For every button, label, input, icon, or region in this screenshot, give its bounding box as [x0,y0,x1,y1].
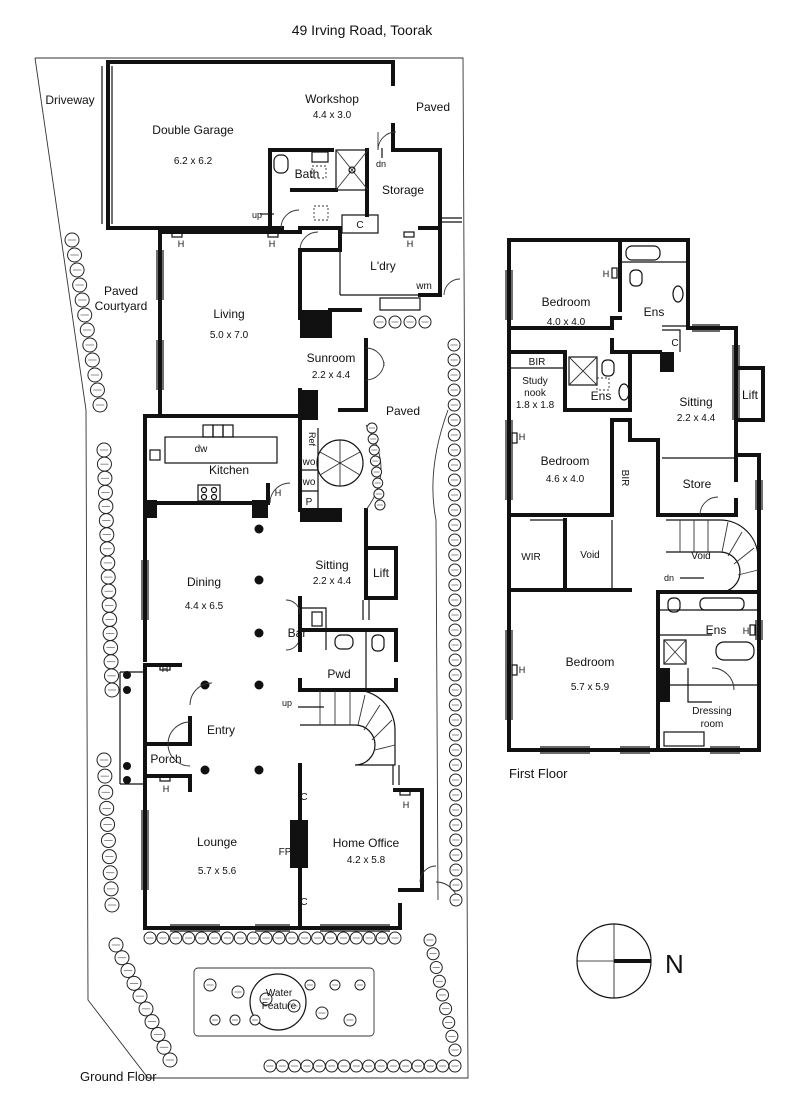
heater-label-master: H [519,665,526,675]
dn-label-first: dn [664,573,674,583]
room-size-double-garage: 6.2 x 6.2 [174,156,213,167]
heater-label-ensuite: H [743,626,750,636]
bir-label-1: BIR [529,357,546,368]
water-feature-label-2: Feature [262,1001,297,1012]
dn-label-ground: dn [376,159,386,169]
fireplace-label: FP [279,847,292,858]
ref-label: Ref [307,432,317,447]
room-size-sunroom: 2.2 x 4.4 [312,370,351,381]
room-size-master-bedroom: 5.7 x 5.9 [571,682,610,693]
store-label: Store [683,477,712,491]
room-name-double-garage: Double Garage [152,123,234,137]
room-size-home-office: 4.2 x 5.8 [347,855,386,866]
heater-label-porch: H [163,784,170,794]
plan-title: 49 Irving Road, Toorak [292,22,434,38]
room-size-bedroom-2: 4.6 x 4.0 [546,474,585,485]
void-label-2: Void [691,551,710,562]
room-name-home-office: Home Office [333,836,400,850]
room-size-sitting-ground: 2.2 x 4.4 [313,576,352,587]
up-label-stair: up [282,698,292,708]
lift-shaft [364,546,398,600]
room-name-sitting-first: Sitting [679,395,712,409]
lift-label-ground: Lift [373,566,390,580]
heater-label-bedroom-1: H [603,269,610,279]
room-size-lounge: 5.7 x 5.6 [198,866,237,877]
driveway-label: Driveway [45,93,94,107]
wm-label: wm [415,281,432,292]
void-label-1: Void [580,550,599,561]
water-feature-label-1: Water [266,988,293,999]
room-name-master-bedroom: Bedroom [566,655,615,669]
ground-floor-label: Ground Floor [80,1069,157,1084]
lift-label-first: Lift [742,388,759,402]
room-name-bedroom-2: Bedroom [541,454,590,468]
heater-label-kitchen: H [275,488,282,498]
heater-markers [159,231,415,796]
garage-wall [106,60,395,230]
room-name-lounge: Lounge [197,835,237,849]
first-floor-label: First Floor [509,766,568,781]
first-floor: Bedroom 4.0 x 4.0 H Ens C BIR Study nook… [505,238,765,781]
room-name-bedroom-1: Bedroom [542,295,591,309]
wall-oven-label-2: wo [302,477,316,488]
pantry-label: P [306,497,313,508]
heater-label-entry: H [162,664,169,674]
ensuite-label-3: Ens [706,623,727,637]
windows [141,250,400,932]
room-size-bedroom-1: 4.0 x 4.0 [547,317,586,328]
room-name-dining: Dining [187,575,221,589]
porch-label: Porch [150,752,181,766]
room-name-sitting-ground: Sitting [315,558,348,572]
dressing-label-1: Dressing [692,706,731,717]
bath-label: Bath [295,167,320,181]
heater-markers-first-floor [511,267,756,676]
north-compass: N [576,923,684,999]
cupboard-label-3: C [300,897,307,908]
ensuite-label-1: Ens [644,305,665,319]
study-label-2: nook [524,388,547,399]
heater-label-3: H [407,239,414,249]
windows-first-floor [505,270,763,754]
garden-trees [64,232,463,1073]
heater-label-bedroom-2: H [519,432,526,442]
room-name-living: Living [213,307,244,321]
bar-label: Bar [288,626,307,640]
bir-label-2: BIR [619,470,630,487]
room-size-living: 5.0 x 7.0 [210,330,249,341]
heater-label-office: H [403,800,410,810]
kitchen-label: Kitchen [209,463,249,477]
paved-label-side: Paved [386,404,420,418]
north-label: N [665,949,684,979]
heater-label-1: H [178,239,185,249]
water-feature [249,973,307,1031]
courtyard-label-1: Paved [104,284,138,298]
courtyard-label-2: Courtyard [95,299,148,313]
dishwasher-label: dw [195,444,209,455]
room-size-sitting-first: 2.2 x 4.4 [677,413,716,424]
columns [200,524,264,775]
study-size: 1.8 x 1.8 [516,400,555,411]
heater-label-2: H [269,239,276,249]
room-name-workshop: Workshop [305,92,359,106]
study-label-1: Study [522,376,548,387]
up-label-garage: up [252,210,262,220]
cupboard-label-2: C [300,792,307,803]
cupboard-label-first: C [671,338,678,349]
ensuite-label-2: Ens [591,389,612,403]
room-size-dining: 4.4 x 6.5 [185,601,224,612]
site-boundary [34,57,469,1079]
wir-label: WIR [521,552,540,563]
wall-oven-label-1: wo [302,457,316,468]
ground-floor: Driveway Workshop 4.4 x 3.0 Paved Double… [34,57,469,1084]
paved-label-top: Paved [416,100,450,114]
powder-label: Pwd [327,667,350,681]
entry-label: Entry [207,723,235,737]
room-size-workshop: 4.4 x 3.0 [313,110,352,121]
laundry-label: L'dry [370,259,396,273]
dressing-label-2: room [701,719,724,730]
storage-label: Storage [382,183,424,197]
cupboard-label-1: C [356,220,363,231]
room-name-sunroom: Sunroom [307,351,356,365]
